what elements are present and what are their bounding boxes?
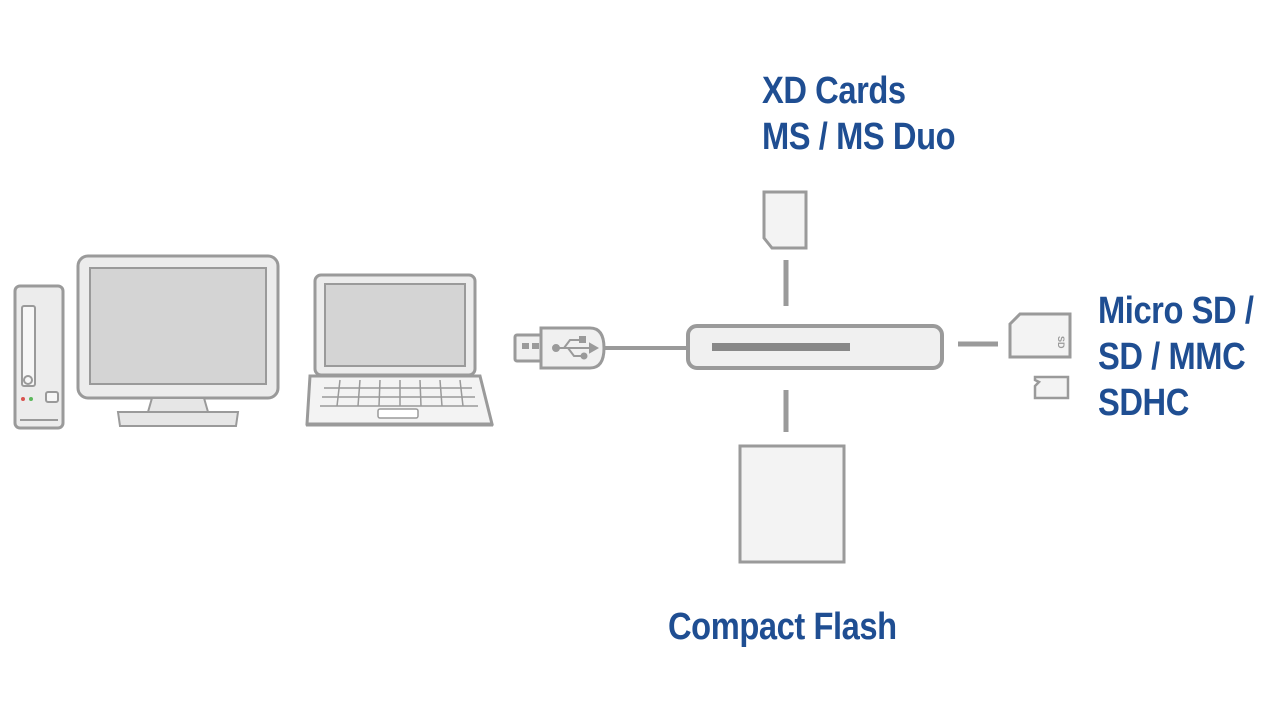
usb-symbol-icon <box>552 336 600 360</box>
monitor-icon <box>76 254 280 427</box>
desktop-tower-icon <box>13 284 65 430</box>
label-sd-cards: Micro SD / SD / MMC SDHC <box>1098 288 1254 426</box>
laptop-icon <box>305 273 494 427</box>
microsd-card-icon <box>1033 375 1070 400</box>
usb-plug-icon <box>513 326 688 370</box>
label-xd-line-2: MS / MS Duo <box>762 116 956 158</box>
label-compact-flash: Compact Flash <box>668 604 897 650</box>
label-xd-line-1: XD Cards <box>762 70 906 112</box>
sd-card-icon: SD <box>1008 312 1072 359</box>
label-xd-ms-cards: XD Cards MS / MS Duo <box>762 68 956 160</box>
card-reader-icon <box>686 324 944 370</box>
compact-flash-card-icon <box>738 444 846 564</box>
label-sd-line-3: SDHC <box>1098 382 1189 424</box>
connector-lines <box>783 260 998 432</box>
label-cf-line: Compact Flash <box>668 606 897 648</box>
xd-card-icon <box>762 190 808 250</box>
label-sd-line-2: SD / MMC <box>1098 336 1246 378</box>
label-sd-line-1: Micro SD / <box>1098 290 1254 332</box>
sd-card-text: SD <box>1056 336 1066 349</box>
